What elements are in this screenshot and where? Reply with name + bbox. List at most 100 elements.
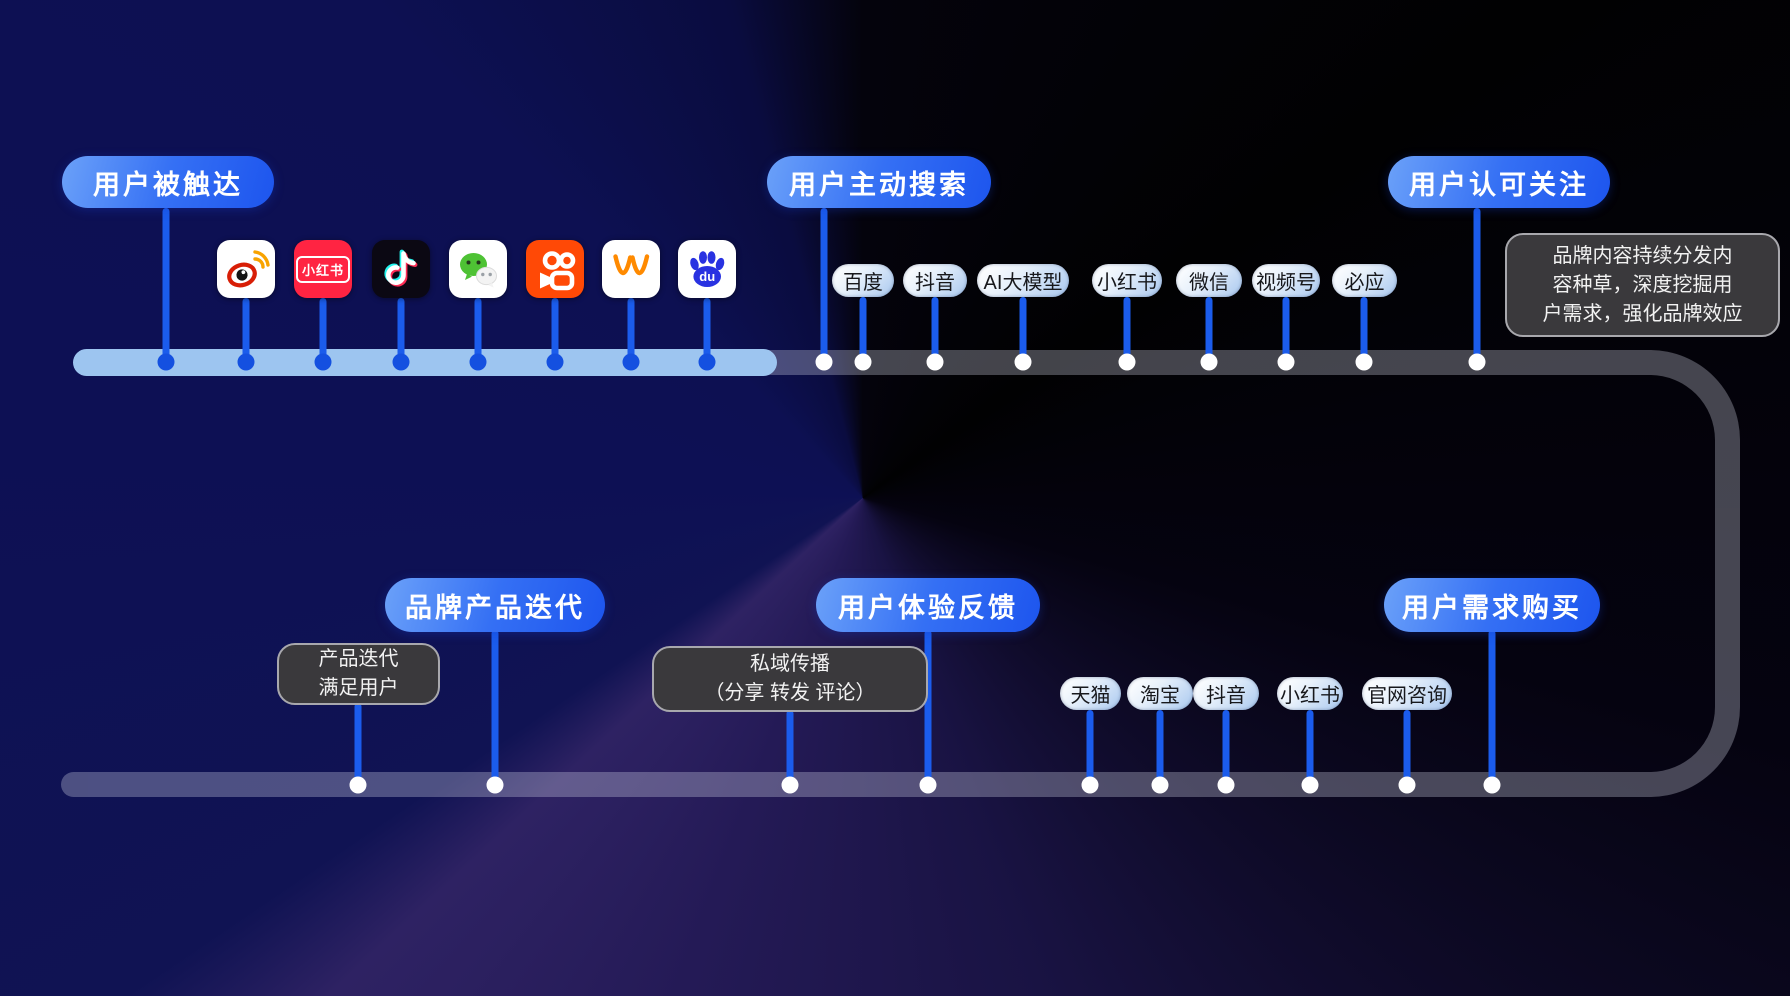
private-domain-note: 私域传播 （分享 转发 评论） [652,646,928,712]
track-dot [1301,776,1319,794]
stage-label: 用户需求购买 [1402,592,1582,623]
stage-pill-product-iteration: 品牌产品迭代 [385,578,605,632]
weibo-icon [217,240,275,298]
connector-line [491,630,499,785]
connector-line [242,298,250,363]
connector-line [1403,710,1411,785]
connector-line [1360,297,1368,363]
stage-label: 用户被触达 [93,169,243,200]
wechat-icon [449,240,507,298]
note-line: 品牌内容持续分发内 [1552,244,1733,267]
connector-line [354,703,362,785]
xiaohongshu-logo-text: 小红书 [295,255,350,283]
chip-label: 天猫 [1070,685,1111,707]
douyin-note-glyph [384,249,418,287]
channel-chip-bing: 必应 [1332,264,1397,297]
track-dot [1081,776,1099,794]
stage-label: 品牌产品迭代 [405,592,585,623]
connector-line [1205,297,1213,363]
connector-line [1222,710,1230,785]
purchase-chip-taobao: 淘宝 [1127,677,1193,710]
connector-line [1282,297,1290,363]
track-dot [815,353,833,371]
track-dot [392,353,410,371]
stage-label: 用户认可关注 [1409,169,1589,200]
connector-line [474,298,482,363]
stage-label: 用户体验反馈 [838,592,1018,623]
channel-chip-ai-model: AI大模型 [977,264,1069,297]
douyin-icon [372,240,430,298]
connector-line [786,710,794,785]
channel-chip-douyin: 抖音 [903,264,967,297]
track-dot [1200,353,1218,371]
connector-line [1306,710,1314,785]
connector-line [703,298,711,363]
track-dot [1483,776,1501,794]
track-dot [1217,776,1235,794]
chip-label: 淘宝 [1140,685,1180,707]
note-line: 私域传播 [750,653,830,675]
track-dot [1355,353,1373,371]
stage-label: 用户主动搜索 [789,169,969,200]
connector-line [397,298,405,363]
track-dot [1014,353,1032,371]
track-dot [1151,776,1169,794]
track-dot [237,353,255,371]
channel-chip-xiaohongshu: 小红书 [1092,264,1162,297]
chip-label: 视频号 [1256,272,1316,294]
wechat-bubbles-glyph [460,253,497,288]
chip-label: AI大模型 [983,272,1063,294]
baidu-du-text: du [699,269,715,284]
stage-pill-user-reached: 用户被触达 [62,156,274,208]
iteration-note: 产品迭代 满足用户 [277,643,440,705]
connector-line [1086,710,1094,785]
note-line: 户需求，强化品牌效应 [1542,302,1743,325]
connector-line [931,297,939,363]
kuaishou-icon [526,240,584,298]
chip-label: 官网咨询 [1367,685,1447,707]
connector-line [1156,710,1164,785]
track-dot [157,353,175,371]
purchase-chip-official-site: 官网咨询 [1362,677,1452,710]
chip-label: 小红书 [1280,685,1340,707]
connector-line [1019,297,1027,363]
kuaishou-camera-glyph [540,251,576,291]
track-dot [1398,776,1416,794]
note-line: （分享 转发 评论） [704,682,876,704]
connector-line [551,298,559,363]
stage-pill-user-search: 用户主动搜索 [767,156,991,208]
channel-chip-wechat: 微信 [1176,264,1242,297]
channel-chip-baidu: 百度 [832,264,894,297]
track-top-light-segment [73,349,777,376]
xiaohongshu-icon: 小红书 [294,240,352,298]
note-line: 产品迭代 [318,648,399,670]
chip-label: 必应 [1344,272,1385,294]
note-line: 满足用户 [318,677,399,699]
orange-w-wings-glyph [613,254,650,276]
connector-line [162,208,170,363]
connector-line [319,298,327,363]
brand-content-note: 品牌内容持续分发内 容种草，深度挖掘用 户需求，强化品牌效应 [1505,233,1780,337]
track-bottom-left-cap [61,772,88,797]
connector-line [859,297,867,363]
purchase-chip-tmall: 天猫 [1060,677,1121,710]
huya-w-icon [602,240,660,298]
connector-line [820,208,828,363]
track-dot [1277,353,1295,371]
track-dot [1468,353,1486,371]
connector-line [1473,208,1481,363]
track-dot [349,776,367,794]
connector-line [1123,297,1131,363]
stage-pill-purchase: 用户需求购买 [1384,578,1600,632]
track-dot [469,353,487,371]
track-dot [919,776,937,794]
track-dot [926,353,944,371]
chip-label: 抖音 [1206,685,1246,707]
chip-label: 百度 [843,272,883,294]
track-dot [314,353,332,371]
track-dot [486,776,504,794]
connector-line [924,630,932,785]
track-dot [854,353,872,371]
purchase-chip-xiaohongshu: 小红书 [1277,677,1343,710]
